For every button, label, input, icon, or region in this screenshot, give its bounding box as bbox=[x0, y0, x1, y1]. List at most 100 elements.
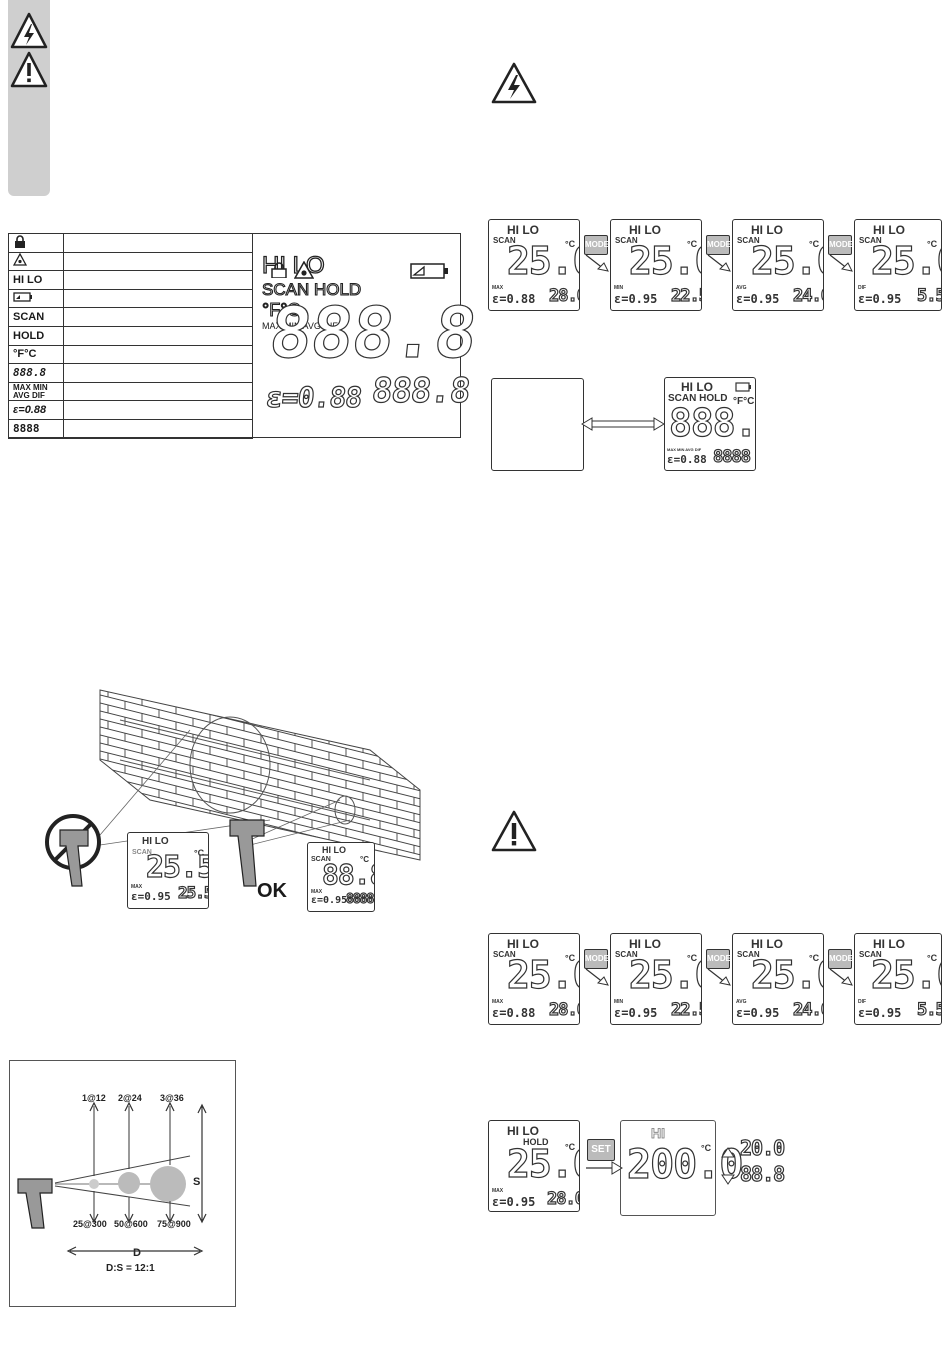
mode-button[interactable]: MODE bbox=[828, 949, 853, 969]
main-digits: 888.8 bbox=[668, 401, 756, 445]
main-temperature-digits: 888.8 bbox=[265, 291, 481, 374]
unit-label: °C bbox=[360, 855, 369, 864]
hi-lo-label: HI LO bbox=[751, 223, 783, 237]
emissivity-value: ε=0.95 bbox=[858, 292, 902, 306]
distance-label-bottom: 50@600 bbox=[114, 1219, 148, 1229]
warning-icon bbox=[10, 51, 48, 88]
secondary-digits: 8888 bbox=[712, 447, 751, 467]
unit-label: °C bbox=[565, 953, 576, 963]
secondary-digits: 25.5 bbox=[177, 883, 208, 902]
lcd-screen-dif: HI LO SCAN °C 25.0 DIF ε=0.95 5.5 bbox=[854, 219, 942, 311]
legend-row bbox=[8, 233, 253, 253]
main-digits: 25.0 bbox=[628, 953, 701, 997]
bidirectional-arrow-icon bbox=[581, 417, 665, 431]
spot-size-label: S bbox=[193, 1176, 201, 1188]
unit-label: °C bbox=[194, 848, 205, 858]
secondary-digits: 888.8 bbox=[369, 370, 472, 411]
lcd-screen-max: HI LO SCAN °C 25.0 MAX ε=0.88 28.0 bbox=[488, 219, 580, 311]
lock-icon bbox=[271, 262, 287, 278]
lcd-screen-set-hi: HI °C 200.0 bbox=[620, 1120, 744, 1216]
lcd-screen-wall-right: HI LO SCAN °C 88.8 MAX ε=0.95 8888 bbox=[307, 842, 375, 912]
lcd-screen-min: HI LO SCAN °C 25.0 MIN ε=0.95 22.5 bbox=[610, 219, 702, 311]
secondary-digits: 24.0 bbox=[792, 286, 823, 306]
wall-pipe-illustration bbox=[45, 689, 421, 887]
legend-row bbox=[8, 251, 253, 272]
emissivity-value: ε=0.95 bbox=[492, 1195, 536, 1209]
lcd-screen-min: HI LO SCAN °C 25.0 MIN ε=0.95 22.5 bbox=[610, 933, 702, 1025]
main-digits: 25.0 bbox=[870, 239, 941, 283]
up-down-arrows-icon[interactable] bbox=[721, 1146, 735, 1186]
hi-lo-label: HI LO bbox=[681, 380, 713, 394]
unit-label: °C bbox=[565, 1142, 576, 1152]
mode-button[interactable]: MODE bbox=[706, 235, 731, 255]
main-digits: 88.8 bbox=[321, 858, 374, 891]
arrow-right-icon bbox=[829, 968, 853, 986]
warning-icon bbox=[491, 810, 537, 852]
legend-row: 888.8 bbox=[8, 363, 253, 383]
unit-label: °C bbox=[687, 953, 698, 963]
secondary-digits: 22.5 bbox=[670, 1000, 701, 1020]
electrical-hazard-icon bbox=[10, 12, 48, 49]
lcd-screen-avg: HI LO SCAN °C 25.0 AVG ε=0.95 24.0 bbox=[732, 219, 824, 311]
distance-label-bottom: 75@900 bbox=[157, 1219, 191, 1229]
emissivity-value: ε=0.95 bbox=[614, 1006, 658, 1020]
lcd-screen-avg: HI LO SCAN °C 25.0 AVG ε=0.95 24.0 bbox=[732, 933, 824, 1025]
secondary-digits: 8888 bbox=[345, 892, 374, 907]
arrow-right-icon bbox=[585, 254, 609, 272]
scan-label: SCAN bbox=[615, 950, 638, 959]
arrow-right-icon bbox=[707, 968, 731, 986]
emissivity-display: ε=0.88 bbox=[264, 380, 364, 414]
distance-to-spot-diagram: 1@12 2@24 3@36 25@300 50@600 75@900 S D … bbox=[9, 1060, 236, 1307]
mode-label: MAX bbox=[311, 889, 323, 895]
emissivity-value: ε=0.95 bbox=[614, 292, 658, 306]
laser-warning-icon bbox=[12, 253, 28, 267]
distance-label-bottom: 25@300 bbox=[73, 1219, 107, 1229]
emissivity-value: ε=0.95 bbox=[858, 1006, 902, 1020]
legend-row: HI LO bbox=[8, 270, 253, 290]
legend-row: MAX MIN AVG DIF bbox=[8, 381, 253, 402]
emissivity-value: ε=0.88 bbox=[492, 292, 536, 306]
secondary-digits: 28.0 bbox=[546, 1189, 579, 1209]
secondary-digits: 24.0 bbox=[792, 1000, 823, 1020]
arrow-right-icon bbox=[585, 968, 609, 986]
mode-button[interactable]: MODE bbox=[584, 235, 609, 255]
emissivity-value: ε=0.95 bbox=[311, 895, 348, 906]
mode-label: AVG bbox=[736, 999, 747, 1005]
scan-label: SCAN bbox=[859, 950, 882, 959]
scan-label: SCAN bbox=[859, 236, 882, 245]
scan-label: SCAN bbox=[737, 236, 760, 245]
set-button[interactable]: SET bbox=[587, 1139, 615, 1161]
mode-label: DIF bbox=[858, 285, 867, 291]
scan-label: SCAN bbox=[311, 856, 331, 863]
scan-label: SCAN bbox=[737, 950, 760, 959]
scan-hold-label: SCAN HOLD bbox=[668, 393, 728, 404]
emissivity-value: ε=0.95 bbox=[131, 890, 171, 903]
mode-button[interactable]: MODE bbox=[706, 949, 731, 969]
spot-label-top: 1@12 bbox=[82, 1093, 106, 1103]
computer-box bbox=[491, 378, 584, 471]
main-digits: 25.0 bbox=[506, 953, 579, 997]
mode-button[interactable]: MODE bbox=[828, 235, 853, 255]
hi-lo-label: HI LO bbox=[629, 937, 661, 951]
unit-indicator: °F°C bbox=[261, 299, 301, 320]
spot-cone-drawing bbox=[17, 1101, 207, 1256]
main-digits: 25.0 bbox=[506, 239, 579, 283]
spot-label-top: 2@24 bbox=[118, 1093, 142, 1103]
mode-label: MAX bbox=[492, 285, 504, 291]
hi-label: HI bbox=[651, 1125, 666, 1142]
ok-label: OK bbox=[257, 880, 287, 902]
unit-label: °C bbox=[927, 953, 938, 963]
lcd-screen-max: HI LO SCAN °C 25.0 MAX ε=0.88 28.0 bbox=[488, 933, 580, 1025]
arrow-right-icon bbox=[707, 254, 731, 272]
secondary-digits: 28.0 bbox=[548, 286, 579, 306]
legend-row: HOLD bbox=[8, 325, 253, 346]
emissivity-value: ε=0.88 bbox=[492, 1006, 536, 1020]
mode-button[interactable]: MODE bbox=[584, 949, 609, 969]
scan-label: SCAN bbox=[615, 236, 638, 245]
mode-label: MAX MIN AVG DIF bbox=[667, 447, 702, 452]
main-digits: 25.0 bbox=[628, 239, 701, 283]
legend-row: °F°C bbox=[8, 344, 253, 365]
secondary-digits: 22.5 bbox=[670, 286, 701, 306]
unit-label: °C bbox=[701, 1143, 712, 1153]
up-value-digits: 20.0 bbox=[739, 1136, 785, 1160]
